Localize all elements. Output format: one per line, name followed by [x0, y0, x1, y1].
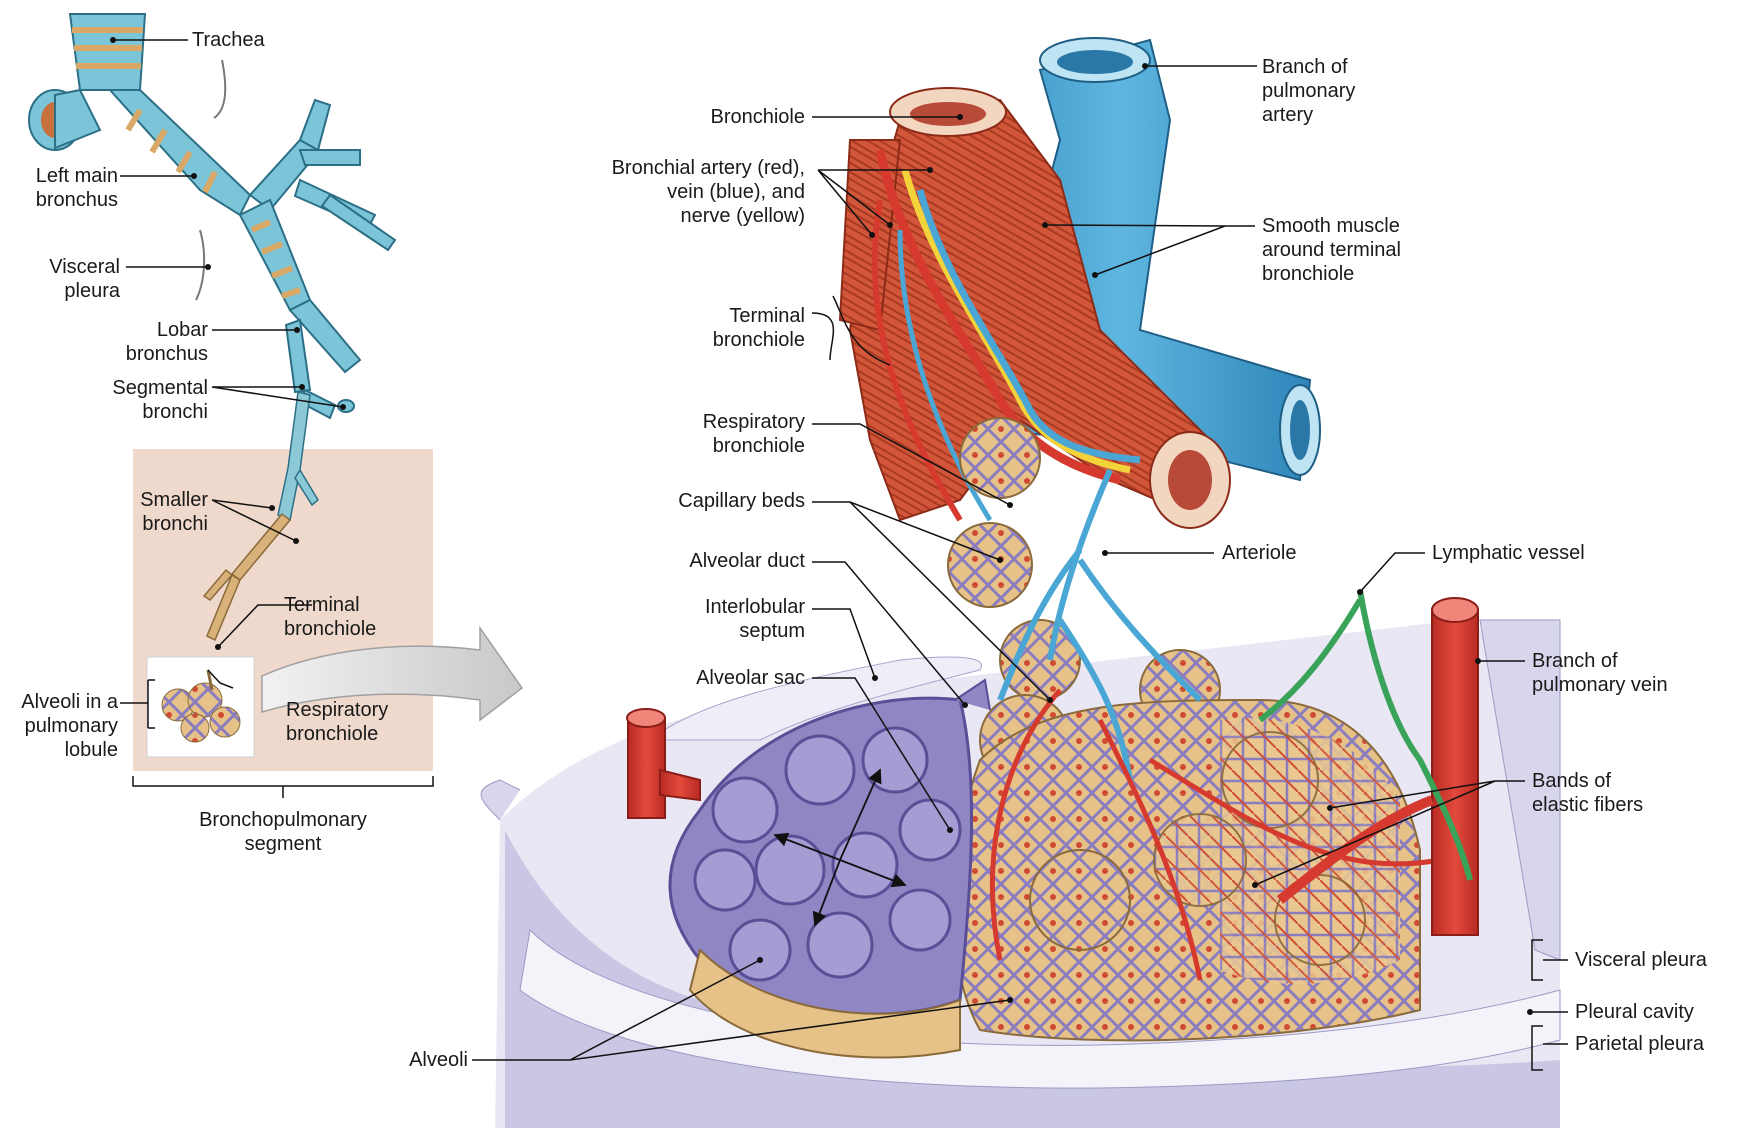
label-pleural-cavity: Pleural cavity — [1575, 1000, 1694, 1024]
label-branch-pulmonary-vein: Branch of pulmonary vein — [1532, 649, 1668, 697]
label-visceral-pleura: Visceral pleura — [1575, 948, 1707, 972]
label-alveoli: Alveoli — [360, 1048, 468, 1072]
label-lymphatic-vessel: Lymphatic vessel — [1432, 541, 1585, 565]
label-bands-elastic-fibers: Bands of elastic fibers — [1532, 769, 1643, 817]
label-bronchial-artery-vein-nerve: Bronchial artery (red), vein (blue), and… — [560, 156, 805, 228]
pulmonary-lobule-inset — [147, 657, 254, 757]
label-respiratory-bronchiole-left: Respiratory bronchiole — [286, 698, 388, 746]
label-bronchopulmonary-segment: Bronchopulmonary segment — [183, 808, 383, 856]
visceral-pleura-hook-icon — [214, 60, 225, 118]
label-alveolar-sac: Alveolar sac — [560, 666, 805, 690]
visceral-pleura-hook-icon — [196, 230, 204, 300]
label-lobar-bronchus: Lobar bronchus — [100, 318, 208, 366]
label-arteriole: Arteriole — [1222, 541, 1296, 565]
label-terminal-bronchiole: Terminal bronchiole — [600, 304, 805, 352]
label-respiratory-bronchiole: Respiratory bronchiole — [600, 410, 805, 458]
label-trachea: Trachea — [192, 28, 265, 52]
label-terminal-bronchiole-left: Terminal bronchiole — [284, 593, 376, 641]
label-interlobular-septum: Interlobular septum — [600, 595, 805, 643]
segment-bracket — [133, 776, 433, 798]
label-capillary-beds: Capillary beds — [560, 489, 805, 513]
label-parietal-pleura: Parietal pleura — [1575, 1032, 1704, 1056]
label-branch-pulmonary-artery: Branch of pulmonary artery — [1262, 55, 1355, 127]
label-bronchiole: Bronchiole — [580, 105, 805, 129]
label-segmental-bronchi: Segmental bronchi — [90, 376, 208, 424]
label-smooth-muscle: Smooth muscle around terminal bronchiole — [1262, 214, 1401, 286]
label-left-main-bronchus: Left main bronchus — [20, 164, 118, 212]
label-visceral-pleura-left: Visceral pleura — [20, 255, 120, 303]
label-alveoli-in-lobule: Alveoli in a pulmonary lobule — [4, 690, 118, 762]
label-smaller-bronchi: Smaller bronchi — [120, 488, 208, 536]
label-alveolar-duct: Alveolar duct — [560, 549, 805, 573]
